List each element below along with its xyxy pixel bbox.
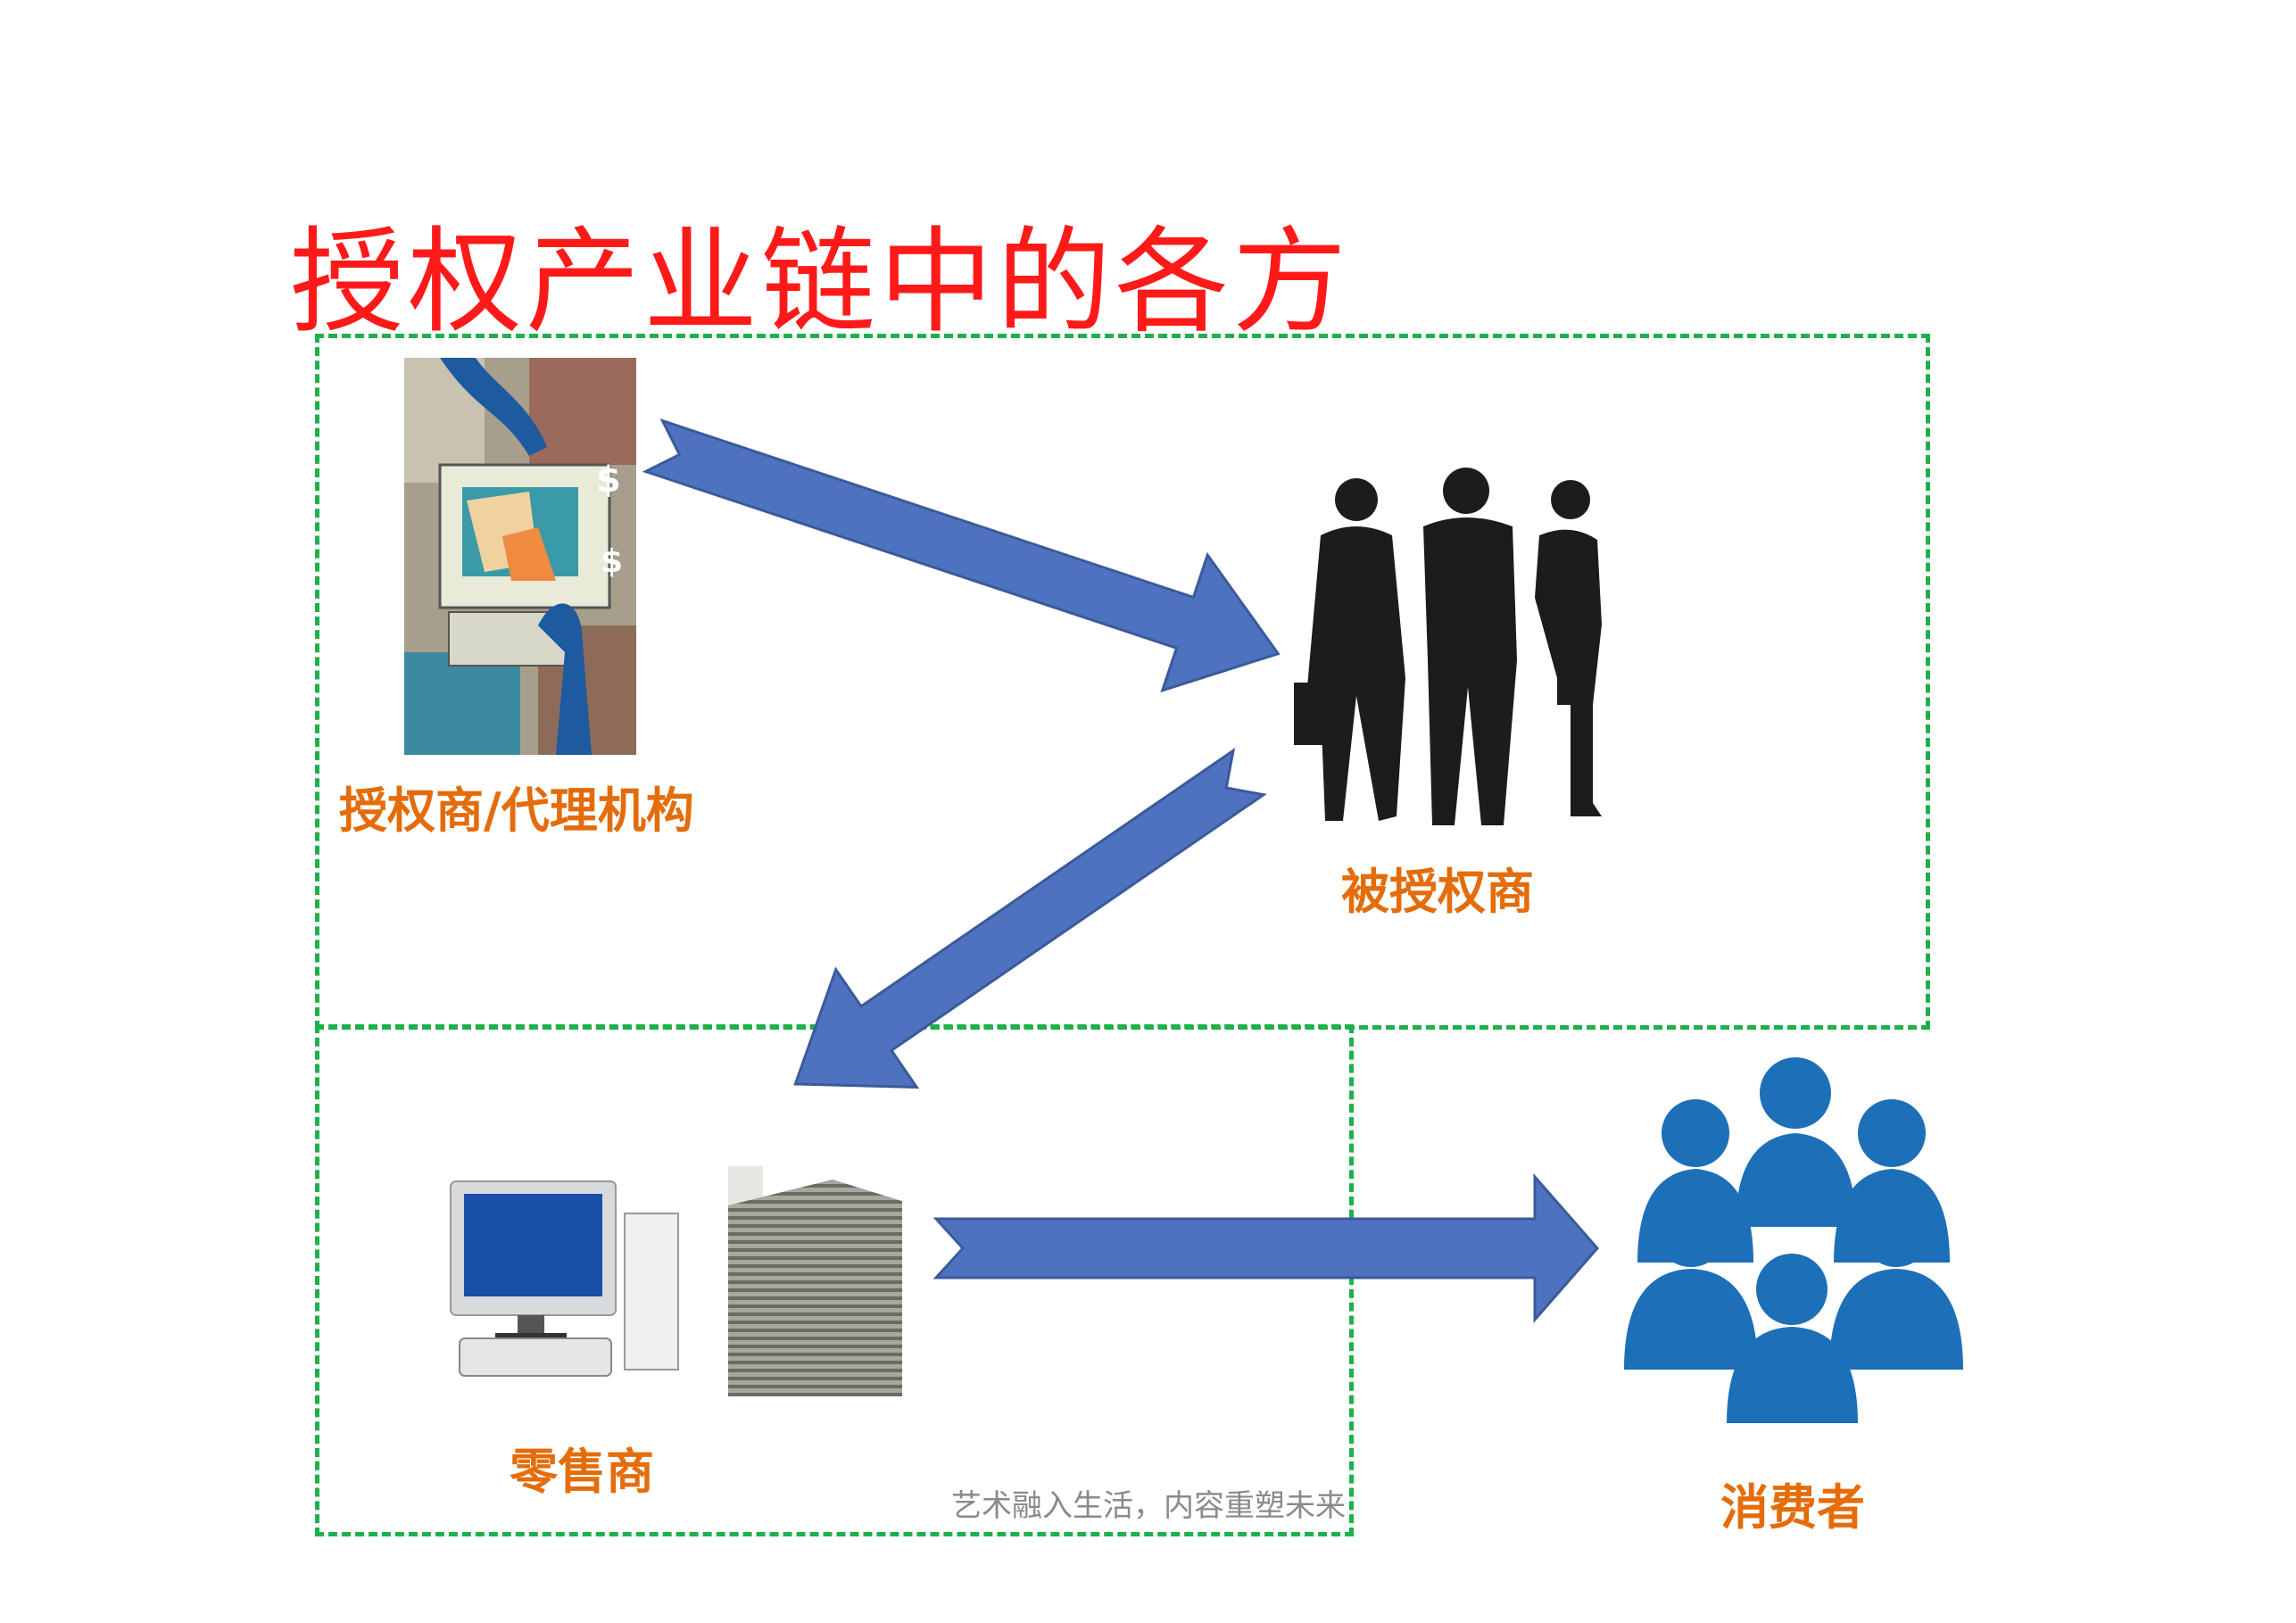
svg-text:$: $ [596,460,621,501]
building-image [728,1166,902,1396]
watermark: 艺术融入生活，内容重塑未来 [951,1488,1346,1524]
retailer-label: 零售商 [510,1444,654,1500]
licensor-label: 授权商/代理机构 [339,783,694,839]
licensee-silhouettes-icon [1294,468,1602,825]
computer-icon [450,1180,679,1377]
arrow-licensee-to-retailer [793,747,1267,1089]
svg-text:$: $ [601,543,623,580]
licensor-image: $ $ [404,358,636,755]
slide-title: 授权产业链中的各方 [290,216,1351,349]
arrow-licensor-to-licensee [642,418,1281,693]
licensee-label: 被授权商 [1341,864,1534,920]
consumer-label: 消费者 [1720,1479,1865,1536]
consumers-icon [1624,1057,1963,1423]
arrow-retailer-to-consumer [932,1173,1599,1323]
